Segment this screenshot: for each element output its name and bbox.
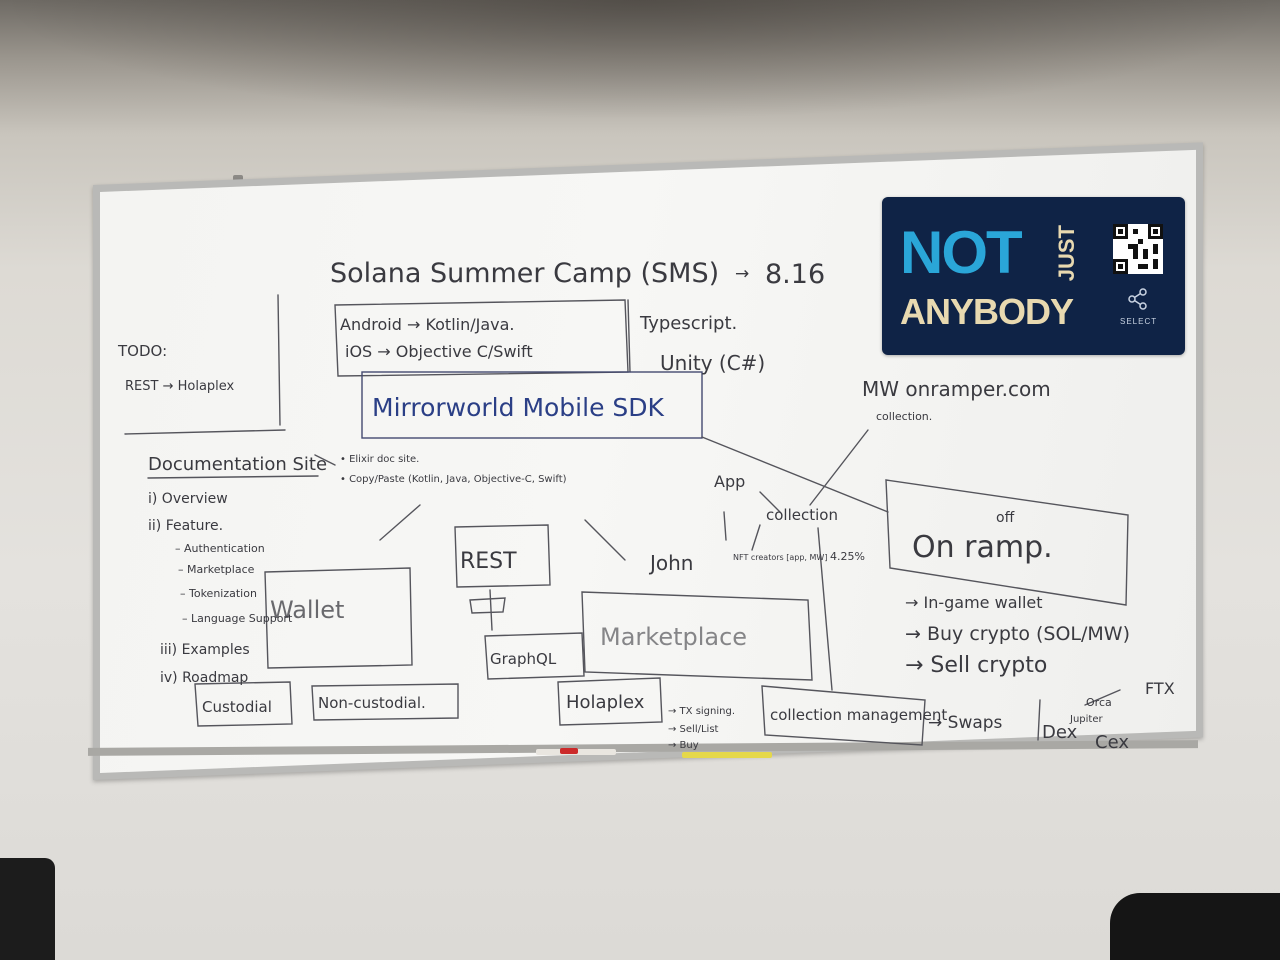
- rest-label: REST: [460, 549, 517, 574]
- non-custodial-label: Non-custodial.: [318, 694, 426, 712]
- collection-mgmt-label: collection management: [770, 706, 947, 724]
- ramp-label: On ramp.: [912, 530, 1053, 565]
- holaplex-note: → TX signing.: [668, 706, 735, 717]
- sticker-word-just: JUST: [1054, 225, 1079, 282]
- holaplex-box: [557, 677, 663, 726]
- dex-label: Dex: [1042, 722, 1078, 743]
- sticker-word-anybody: ANYBODY: [900, 291, 1074, 332]
- docs-item: – Tokenization: [180, 587, 257, 600]
- qr-code: [1113, 224, 1163, 274]
- share-nodes-icon: [1128, 288, 1147, 310]
- typescript-line: Typescript.: [639, 313, 737, 334]
- red-marker: [560, 748, 578, 754]
- ramp-box: [885, 479, 1129, 606]
- board-title: Solana Summer Camp (SMS): [330, 258, 719, 289]
- platform-box: [334, 299, 629, 377]
- wallet-box: [264, 567, 413, 669]
- collection-box: [761, 685, 926, 746]
- todo-heading: TODO:: [117, 342, 167, 360]
- docs-note-2: • Copy/Paste (Kotlin, Java, Objective-C,…: [340, 474, 567, 485]
- sticker-word-not: NOT: [900, 219, 1023, 286]
- docs-note-1: • Elixir doc site.: [340, 454, 419, 465]
- ramp-off: off: [996, 510, 1015, 526]
- sdk-box: [361, 371, 703, 439]
- holaplex-note: → Sell/List: [668, 724, 719, 735]
- desk-object-left: [0, 858, 55, 960]
- app-label: App: [714, 472, 745, 491]
- ios-line: iOS → Objective C/Swift: [345, 342, 533, 361]
- sticker-brand: SELECT: [1120, 317, 1158, 326]
- custodial-box: [194, 681, 293, 727]
- not-just-anybody-sticker: NOT JUST ANYBODY SELECT: [882, 197, 1185, 355]
- android-line: Android → Kotlin/Java.: [340, 315, 515, 334]
- custodial-label: Custodial: [202, 698, 272, 716]
- rest-box: [454, 524, 551, 588]
- marketplace-box: [581, 591, 813, 681]
- docs-item: ii) Feature.: [148, 518, 223, 534]
- holaplex-label: Holaplex: [566, 692, 645, 713]
- sdk-label: Mirrorworld Mobile SDK: [372, 393, 665, 422]
- marketplace-label: Marketplace: [600, 623, 747, 651]
- ramp-item: → In-game wallet: [905, 593, 1043, 612]
- board-date: 8.16: [765, 259, 825, 290]
- todo-item: REST → Holaplex: [125, 379, 235, 394]
- yellow-marker: [682, 752, 772, 758]
- wallet-label: Wallet: [270, 596, 344, 624]
- orca-label: Orca: [1086, 696, 1112, 709]
- docs-item: – Authentication: [175, 542, 265, 555]
- graphql-box: [484, 632, 585, 680]
- jupiter-label: Jupiter: [1069, 714, 1103, 725]
- non-custodial-box: [311, 683, 459, 721]
- john-label: John: [648, 551, 694, 575]
- chair-back-right: [1110, 893, 1280, 960]
- svg-text:→: →: [735, 264, 749, 284]
- swaps-label: → Swaps: [928, 713, 1003, 733]
- graphql-label: GraphQL: [490, 650, 557, 668]
- docs-item: – Language Support: [182, 612, 293, 625]
- docs-heading: Documentation Site: [148, 454, 327, 475]
- docs-item: iii) Examples: [160, 642, 250, 658]
- onramper-label: MW onramper.com: [862, 377, 1051, 401]
- ftx-label: FTX: [1145, 679, 1175, 698]
- docs-item: iv) Roadmap: [160, 670, 248, 686]
- ramp-item: → Sell crypto: [905, 653, 1047, 678]
- cex-label: Cex: [1095, 732, 1129, 753]
- ceiling-shadow: [0, 0, 1280, 120]
- collection-label: collection: [766, 506, 838, 524]
- unity-line: Unity (C#): [660, 351, 765, 375]
- percent-note: 4.25%: [830, 550, 865, 563]
- nft-note: NFT creators [app, MW]: [733, 553, 827, 562]
- docs-item: – Marketplace: [178, 563, 255, 576]
- holaplex-note: → Buy: [668, 740, 699, 751]
- onramper-sub: collection.: [876, 410, 932, 423]
- docs-item: i) Overview: [148, 491, 228, 507]
- ramp-item: → Buy crypto (SOL/MW): [905, 623, 1130, 645]
